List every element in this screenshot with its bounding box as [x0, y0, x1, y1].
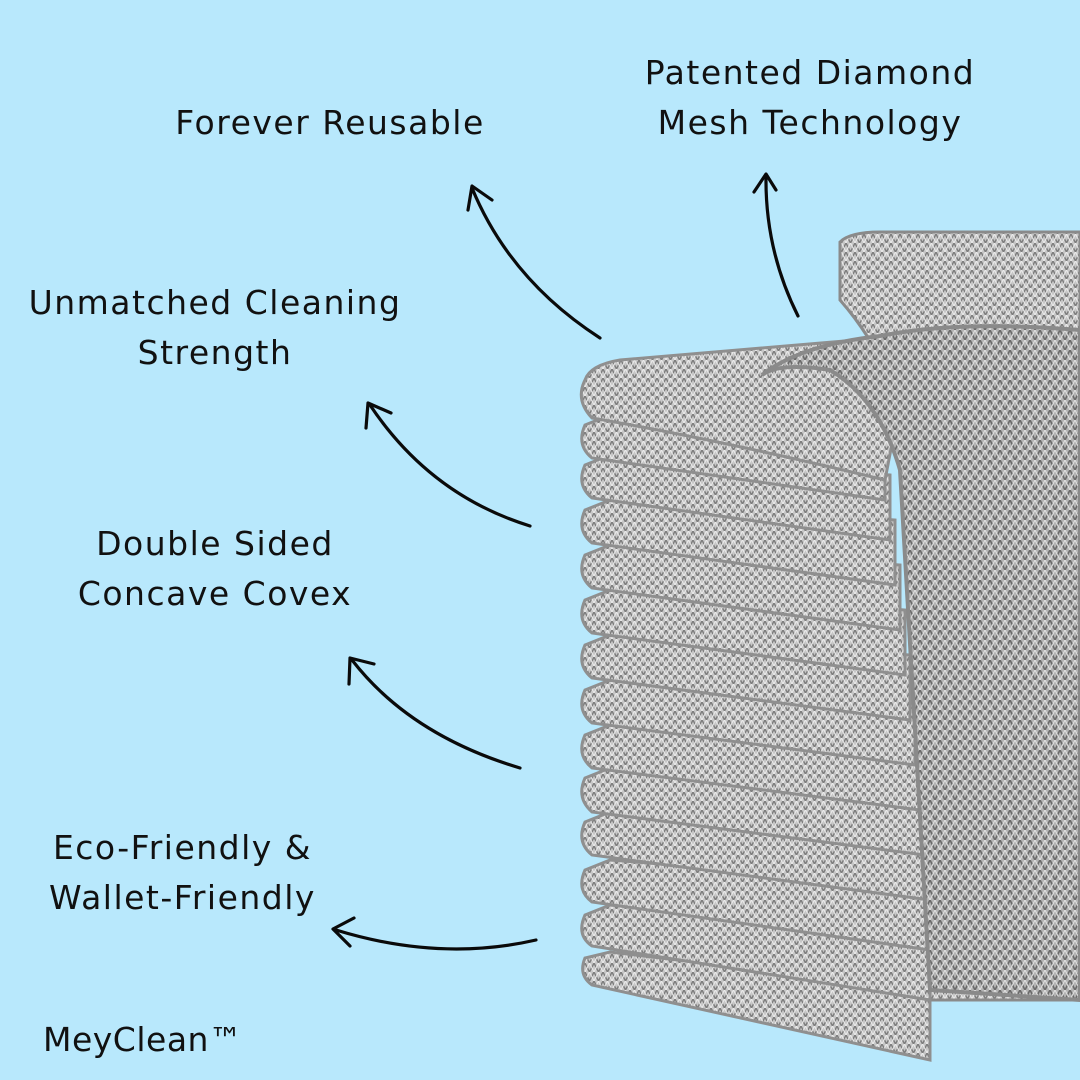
feature-line: Patented Diamond — [644, 53, 976, 92]
curved-arrow-icon — [347, 656, 522, 770]
feature-line: Unmatched Cleaning — [28, 283, 402, 322]
curved-arrow-icon — [466, 184, 602, 340]
feature-line: Eco-Friendly & — [52, 828, 313, 867]
feature-line: Strength — [137, 333, 293, 372]
feature-diamond-mesh: Patented Diamond Mesh Technology — [630, 48, 990, 148]
feature-line: Concave Covex — [77, 574, 353, 613]
brand-name: MeyClean™ — [43, 1020, 243, 1059]
feature-line: Forever Reusable — [175, 103, 485, 142]
feature-line: Mesh Technology — [657, 103, 963, 142]
feature-eco-friendly: Eco-Friendly & Wallet-Friendly — [20, 823, 345, 923]
cloth-front-drape — [760, 324, 1080, 1003]
feature-double-sided: Double Sided Concave Covex — [50, 519, 380, 619]
feature-line: Double Sided — [96, 524, 334, 563]
curved-arrow-icon — [331, 916, 538, 951]
feature-cleaning-strength: Unmatched Cleaning Strength — [20, 278, 410, 378]
feature-forever-reusable: Forever Reusable — [150, 98, 510, 148]
curved-arrow-icon — [364, 401, 532, 528]
cloth-folds — [579, 336, 932, 1062]
feature-line: Wallet-Friendly — [49, 878, 316, 917]
curved-arrow-icon — [752, 172, 800, 318]
